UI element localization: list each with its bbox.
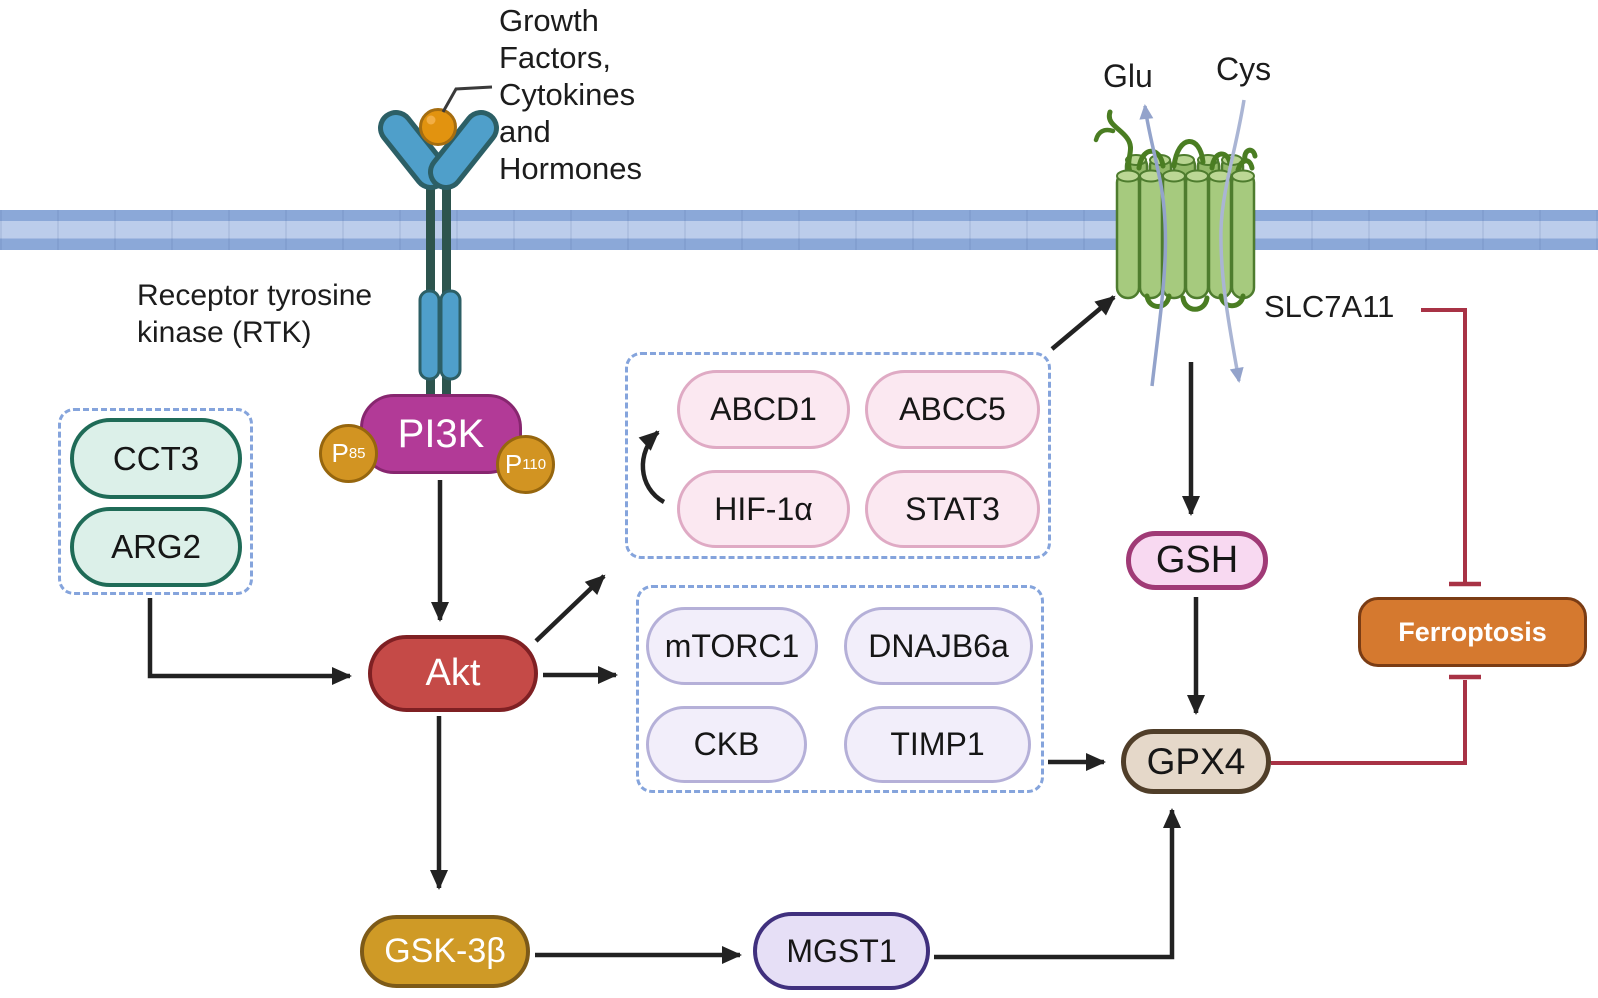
arrow-cct3arg2-to-akt [147, 598, 352, 685]
transporter-tail-branch [1093, 127, 1116, 143]
rtk-kinase-domain-right [439, 289, 462, 381]
node-timp1: TIMP1 [844, 706, 1031, 783]
node-gsh: GSH [1126, 531, 1268, 590]
p85-subscript: 85 [348, 445, 366, 462]
transporter-top-loops [1136, 139, 1258, 173]
node-stat3: STAT3 [865, 470, 1040, 548]
rtk-kinase-domain-left [418, 289, 441, 381]
p110-base: P [504, 449, 523, 479]
p85-base: P [331, 438, 349, 468]
inhibition-lines [1271, 308, 1481, 765]
arrow-curved-to-abcd1 [638, 430, 666, 504]
slc7a11-transporter-icon [1093, 109, 1258, 312]
cys-label: Cys [1216, 51, 1272, 87]
node-akt: Akt [368, 635, 538, 712]
arrow-akt-to-pink-group [534, 574, 606, 643]
activation-arrows [147, 295, 1205, 964]
transporter-tail-squiggle [1106, 109, 1134, 177]
node-mgst1: MGST1 [753, 912, 930, 990]
ligand-highlight [426, 115, 436, 125]
arrow-mgst1-to-gpx4 [934, 808, 1181, 960]
inhibition-slc7a11-to-ferroptosis [1421, 308, 1467, 582]
transporter-bottom-loops [1144, 293, 1246, 312]
node-gsk3b: GSK-3β [360, 915, 530, 988]
glu-label: Glu [1103, 58, 1153, 94]
glu-export-arrow [1139, 104, 1168, 387]
slc7a11-label: SLC7A11 [1264, 289, 1395, 324]
inhibition-gpx4-to-ferroptosis [1271, 680, 1467, 765]
arrow-pinkgroup-to-transporter [1050, 295, 1116, 351]
node-mtorc1: mTORC1 [646, 607, 818, 685]
growth-factors-label: Growth Factors, Cytokines and Hormones [499, 3, 642, 186]
node-abcc5: ABCC5 [865, 370, 1040, 449]
node-gpx4: GPX4 [1121, 729, 1271, 794]
cct3-arg2-group-box [58, 408, 253, 595]
pink-target-group-box [625, 352, 1051, 559]
cys-import-arrow [1219, 99, 1246, 383]
node-abcd1: ABCD1 [677, 370, 850, 449]
rtk-receptor-icon [378, 85, 499, 400]
node-hif1a: HIF-1α [677, 470, 850, 548]
lavender-target-group-box [636, 585, 1044, 793]
ligand-pointer-line [441, 85, 493, 113]
node-pi3k: PI3K [360, 394, 522, 474]
node-ckb: CKB [646, 706, 807, 783]
rtk-label: Receptor tyrosine kinase (RTK) [137, 279, 373, 349]
cell-membrane [0, 210, 1598, 250]
p110-subscript: 110 [522, 456, 547, 473]
rtk-arm-right [433, 115, 494, 185]
rtk-arm-left [383, 115, 444, 185]
node-ferroptosis: Ferroptosis [1358, 597, 1587, 667]
transporter-front-helices [1115, 169, 1256, 300]
node-cct3: CCT3 [70, 418, 242, 499]
ligand-ball-icon [419, 108, 457, 146]
node-dnajb6a: DNAJB6a [844, 607, 1033, 685]
node-arg2: ARG2 [70, 507, 242, 587]
